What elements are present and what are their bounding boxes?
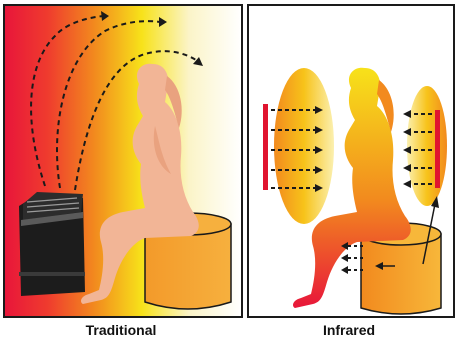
- infrared-illustration: [249, 6, 453, 316]
- heat-glow-left: [274, 68, 334, 224]
- infrared-panel-left-icon: [263, 104, 268, 190]
- traditional-sauna-panel: [3, 4, 243, 318]
- traditional-illustration: [5, 6, 241, 316]
- caption-traditional: Traditional: [3, 322, 239, 338]
- caption-infrared: Infrared: [247, 322, 451, 338]
- infrared-sauna-panel: [247, 4, 455, 318]
- heat-glow-right: [407, 86, 447, 206]
- infrared-panel-right-icon: [435, 110, 440, 188]
- sauna-heater-icon: [19, 192, 85, 296]
